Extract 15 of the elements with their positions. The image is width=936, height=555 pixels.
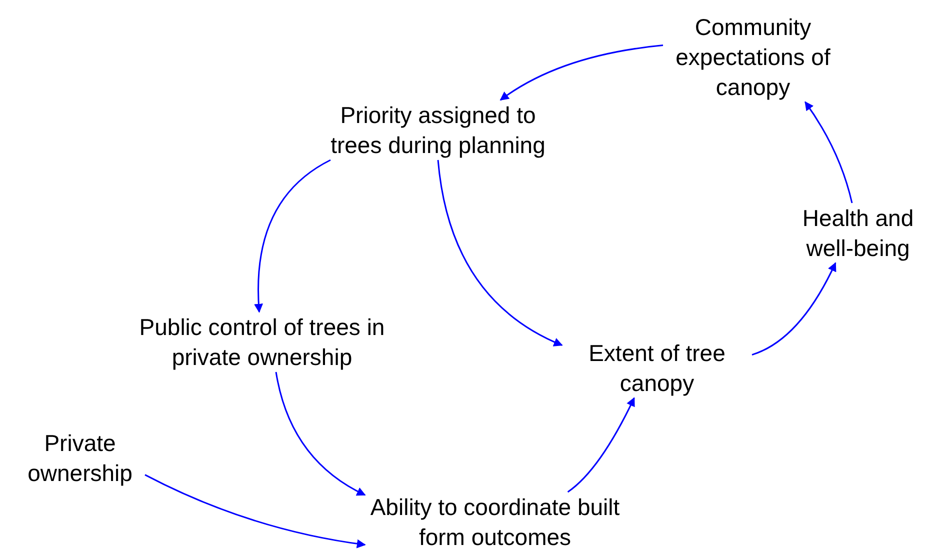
variable-label: Ability to coordinate built form outcomes	[369, 493, 621, 552]
variable-label: Public control of trees in private ownership	[138, 313, 386, 372]
variable-label: Priority assigned to trees during planning	[330, 101, 546, 160]
variable-label: Private ownership	[26, 429, 134, 488]
causal-arrow	[437, 160, 563, 346]
variable-label: Community expectations of canopy	[674, 13, 832, 102]
causal-arrow	[275, 372, 366, 496]
causal-arrow	[567, 397, 635, 493]
causal-arrow	[254, 159, 331, 313]
causal-arrow	[500, 44, 664, 101]
causal-arrow	[804, 101, 853, 204]
variable-label: Health and well-being	[801, 204, 915, 263]
causal-arrow	[752, 262, 836, 356]
variable-label: Extent of tree canopy	[588, 339, 726, 398]
causal-arrow	[144, 474, 366, 548]
